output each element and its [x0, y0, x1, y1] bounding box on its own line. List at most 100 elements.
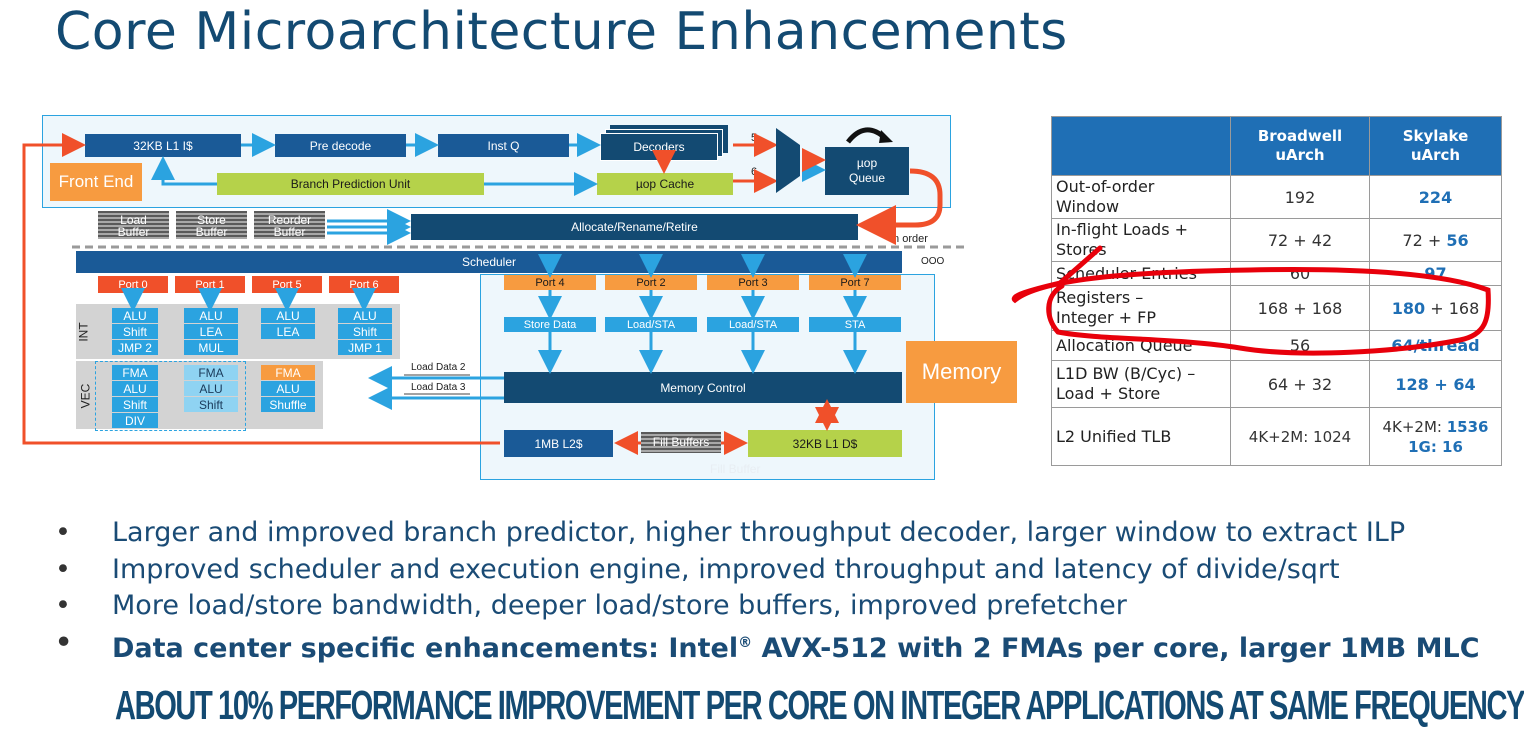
vec-p0-shift: Shift [112, 397, 158, 412]
int-p1-alu: ALU [184, 308, 238, 323]
port-1: Port 1 [175, 276, 245, 293]
reorder-buffer-line2: Buffer [273, 225, 306, 239]
table-row: In-flight Loads +Stores 72 + 42 72 + 56 [1051, 218, 1502, 262]
row-label: L2 Unified TLB [1051, 407, 1231, 466]
inst-queue: Inst Q [438, 134, 569, 157]
table-row: Scheduler Entries 60 97 [1051, 261, 1502, 286]
row-label: In-flight Loads +Stores [1051, 218, 1231, 262]
store-buffer: Store Buffer [176, 211, 247, 239]
l2-cache: 1MB L2$ [504, 430, 613, 457]
int-p5-lea: LEA [261, 324, 315, 339]
row-label: Registers –Integer + FP [1051, 285, 1231, 331]
port-7: Port 7 [809, 275, 901, 290]
broadwell-value: 56 [1230, 330, 1370, 361]
row-label-line: In-flight Loads + [1056, 220, 1189, 239]
table-header-skylake: Skylake uArch [1369, 116, 1502, 176]
l1-dcache: 32KB L1 D$ [748, 430, 902, 457]
port-6: Port 6 [329, 276, 399, 293]
table-header-blank [1051, 116, 1231, 176]
fill-buffers: Fill Buffers [641, 432, 721, 453]
row-label-line: L2 Unified TLB [1056, 426, 1172, 446]
bullet-item: Improved scheduler and execution engine,… [55, 552, 1480, 589]
uop-queue-line1: µop [856, 156, 878, 170]
broadwell-value: 60 [1230, 261, 1370, 286]
fill-buffers-text: Fill Buffers [652, 435, 710, 449]
skylake-value-plain: 4K+2M: [1382, 417, 1447, 436]
vec-p1-shift: Shift [184, 397, 238, 412]
table-header-broadwell: Broadwell uArch [1230, 116, 1370, 176]
table-row: Registers –Integer + FP 168 + 168 180 + … [1051, 285, 1502, 331]
int-p1-lea: LEA [184, 324, 238, 339]
ooo-label: OOO [921, 256, 945, 267]
uop-cache-width: 6 [751, 166, 758, 178]
vec-p0-alu: ALU [112, 381, 158, 396]
bullet-item: More load/store bandwidth, deeper load/s… [55, 588, 1480, 625]
skylake-value: 180 + 168 [1369, 285, 1502, 331]
fill-buffer-ghost: Fill Buffer [710, 462, 761, 476]
uop-cache: µop Cache [597, 173, 733, 195]
store-buffer-line2: Buffer [195, 225, 228, 239]
skylake-value-bold: 180 [1391, 298, 1426, 318]
broadwell-value: 72 + 42 [1230, 218, 1370, 262]
front-end-label: Front End [50, 163, 142, 201]
port-3: Port 3 [707, 275, 799, 290]
int-p5-alu: ALU [261, 308, 315, 323]
footer-banner: ABOUT 10% PERFORMANCE IMPROVEMENT PER CO… [115, 682, 1524, 728]
front-end-region [42, 115, 951, 208]
allocate-rename-retire: Allocate/Rename/Retire [411, 214, 858, 240]
table-row: L1D BW (B/Cyc) –Load + Store 64 + 32 128… [1051, 360, 1502, 408]
int-p6-jmp1: JMP 1 [338, 340, 392, 355]
bullet-item: Larger and improved branch predictor, hi… [55, 515, 1480, 552]
row-label-line: Out-of-order [1056, 177, 1155, 196]
int-p0-alu: ALU [112, 308, 158, 323]
reorder-buffer: Reorder Buffer [254, 211, 325, 239]
row-label: Allocation Queue [1051, 330, 1231, 361]
port-5: Port 5 [252, 276, 322, 293]
uop-queue-line2: Queue [848, 171, 886, 185]
vec-p5-fma: FMA [261, 365, 315, 380]
vec-p1-alu: ALU [184, 381, 238, 396]
broadwell-value: 168 + 168 [1230, 285, 1370, 331]
vec-p5-alu: ALU [261, 381, 315, 396]
decoders: Decoders [600, 133, 718, 161]
load-buffer: Load Buffer [98, 211, 169, 239]
skylake-value-bold: 1536 [1446, 417, 1489, 436]
in-order-label: In order [890, 233, 928, 245]
skylake-value: 72 + 56 [1369, 218, 1502, 262]
predecode: Pre decode [275, 134, 406, 157]
load-buffer-line2: Buffer [117, 225, 150, 239]
skylake-value-bold: 97 [1424, 264, 1447, 283]
scheduler: Scheduler [76, 251, 902, 273]
uop-queue: µop Queue [825, 147, 909, 195]
row-label-line: Scheduler Entries [1056, 263, 1197, 283]
registered-mark: ® [738, 634, 753, 651]
skylake-value: 128 + 64 [1369, 360, 1502, 408]
skylake-header-line2: uArch [1410, 146, 1461, 164]
skylake-value-bold: 56 [1446, 230, 1469, 250]
bullet-list: Larger and improved branch predictor, hi… [55, 515, 1480, 667]
decoder-width: 5 [751, 132, 758, 144]
page-title: Core Microarchitecture Enhancements [55, 2, 1068, 62]
memory-label: Memory [906, 341, 1017, 403]
broadwell-value: 4K+2M: 1024 [1230, 407, 1370, 466]
int-p1-mul: MUL [184, 340, 238, 355]
table-header-row: Broadwell uArch Skylake uArch [1051, 116, 1502, 176]
row-label-line: Allocation Queue [1056, 335, 1193, 355]
row-label-line: L1D BW (B/Cyc) – [1056, 364, 1196, 383]
vec-p1-fma: FMA [184, 365, 238, 380]
branch-prediction-unit: Branch Prediction Unit [217, 173, 484, 195]
vec-p0-div: DIV [112, 413, 158, 428]
skylake-value: 224 [1369, 175, 1502, 219]
skylake-value-bold: 224 [1418, 187, 1453, 207]
int-p6-shift: Shift [338, 324, 392, 339]
row-label-line: Window [1056, 197, 1120, 216]
skylake-value-plain: + 168 [1425, 298, 1480, 318]
int-p0-shift: Shift [112, 324, 158, 339]
int-p6-alu: ALU [338, 308, 392, 323]
l1-icache: 32KB L1 I$ [85, 134, 241, 157]
skylake-header-line1: Skylake [1402, 127, 1469, 145]
bullet-bold-pre: Data center specific enhancements: Intel [112, 632, 739, 664]
